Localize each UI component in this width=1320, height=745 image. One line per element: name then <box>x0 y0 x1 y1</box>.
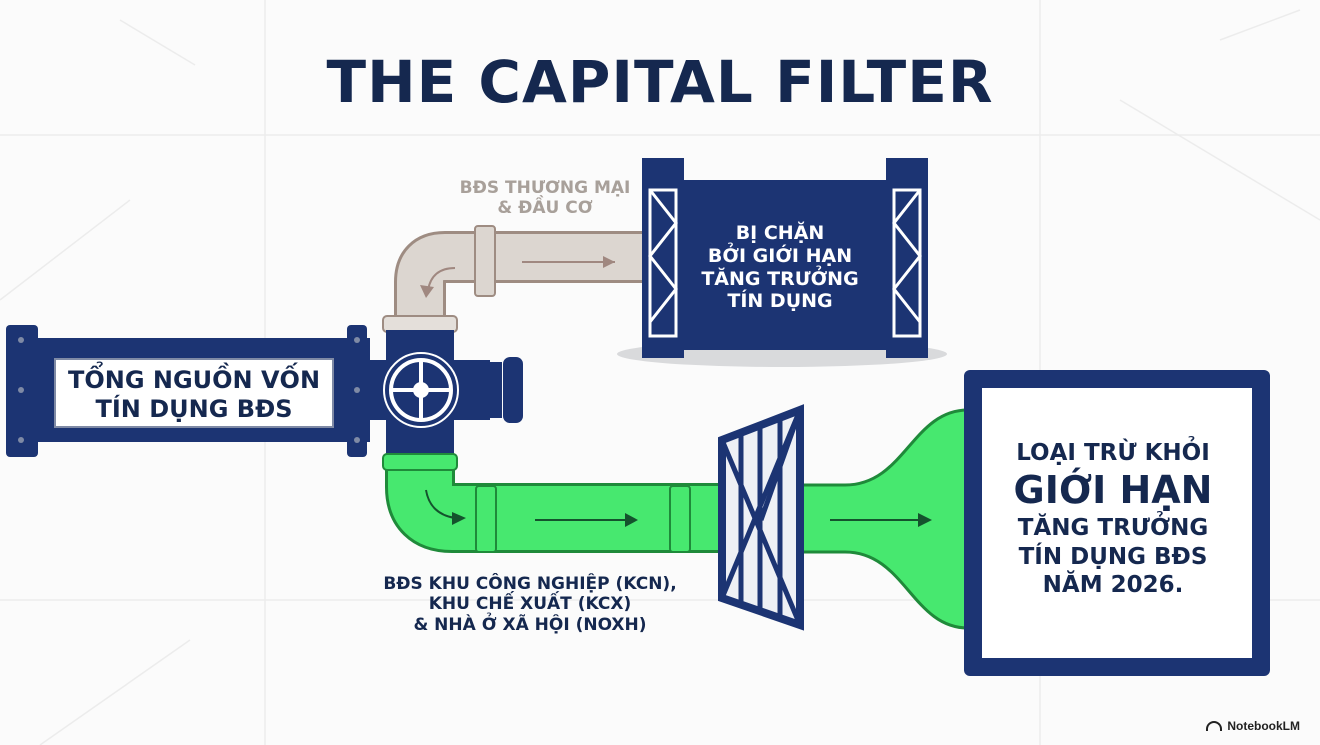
outcome-line-2: GIỚI HẠN <box>1013 467 1213 512</box>
outcome-box: LOẠI TRỪ KHỎI GIỚI HẠN TĂNG TRƯỞNG TÍN D… <box>978 384 1248 656</box>
valve-junction <box>370 330 523 455</box>
source-line-1: TỔNG NGUỒN VỐN <box>67 366 321 394</box>
blocked-pipe <box>382 225 655 333</box>
industrial-line-1: BĐS KHU CÔNG NGHIỆP (KCN), <box>383 574 677 594</box>
outcome-frame <box>964 370 1270 676</box>
commercial-line-1: BĐS THƯƠNG MẠI <box>459 178 631 198</box>
outcome-line-1: LOẠI TRỪ KHỎI <box>1016 439 1210 466</box>
blocked-line-1: BỊ CHẶN <box>735 222 825 244</box>
source-line-2: TÍN DỤNG BĐS <box>95 394 293 423</box>
industrial-branch-label: BĐS KHU CÔNG NGHIỆP (KCN), KHU CHẾ XUẤT … <box>340 574 720 635</box>
approved-pipe <box>382 408 970 630</box>
industrial-line-3: & NHÀ Ở XÃ HỘI (NOXH) <box>413 614 647 635</box>
outcome-line-4: TÍN DỤNG BĐS <box>1018 543 1208 570</box>
blocked-line-3: TĂNG TRƯỞNG <box>701 267 859 290</box>
brand-watermark: NotebookLM <box>1206 719 1300 733</box>
brand-text: NotebookLM <box>1227 719 1300 733</box>
commercial-branch-label: BĐS THƯƠNG MẠI & ĐẦU CƠ <box>420 178 670 219</box>
outcome-line-3: TĂNG TRƯỞNG <box>1017 514 1209 541</box>
source-label: TỔNG NGUỒN VỐN TÍN DỤNG BĐS <box>44 366 344 424</box>
outcome-line-5: NĂM 2026. <box>1042 572 1184 599</box>
source-pipe <box>6 325 370 457</box>
blocked-gate-label: BỊ CHẶN BỞI GIỚI HẠN TĂNG TRƯỞNG TÍN DỤN… <box>690 222 870 313</box>
filter-screen <box>718 404 804 631</box>
commercial-line-2: & ĐẦU CƠ <box>497 198 593 219</box>
notebooklm-icon <box>1206 721 1223 731</box>
diagram-title: THE CAPITAL FILTER <box>326 48 994 116</box>
blocked-line-2: BỞI GIỚI HẠN <box>707 244 853 267</box>
blocking-gate <box>617 158 947 367</box>
blocked-line-4: TÍN DỤNG <box>727 290 833 313</box>
industrial-line-2: KHU CHẾ XUẤT (KCX) <box>428 594 632 615</box>
